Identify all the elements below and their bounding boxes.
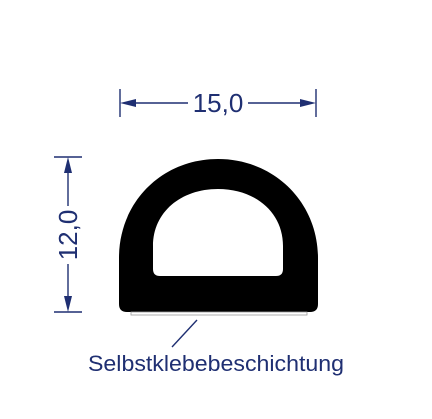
height-arrow-top <box>64 157 72 173</box>
adhesive-leader-line <box>171 319 198 348</box>
width-label: 15,0 <box>193 88 244 118</box>
width-arrow-left <box>120 99 136 107</box>
adhesive-coating-strip <box>130 311 308 316</box>
width-dimension: 15,0 <box>119 88 317 118</box>
adhesive-label: Selbstklebebeschichtung <box>88 351 344 376</box>
height-dimension: 12,0 <box>53 156 83 313</box>
height-arrow-bottom <box>64 296 72 312</box>
height-label: 12,0 <box>53 210 83 261</box>
d-profile-seal <box>119 159 318 312</box>
width-arrow-right <box>300 99 316 107</box>
